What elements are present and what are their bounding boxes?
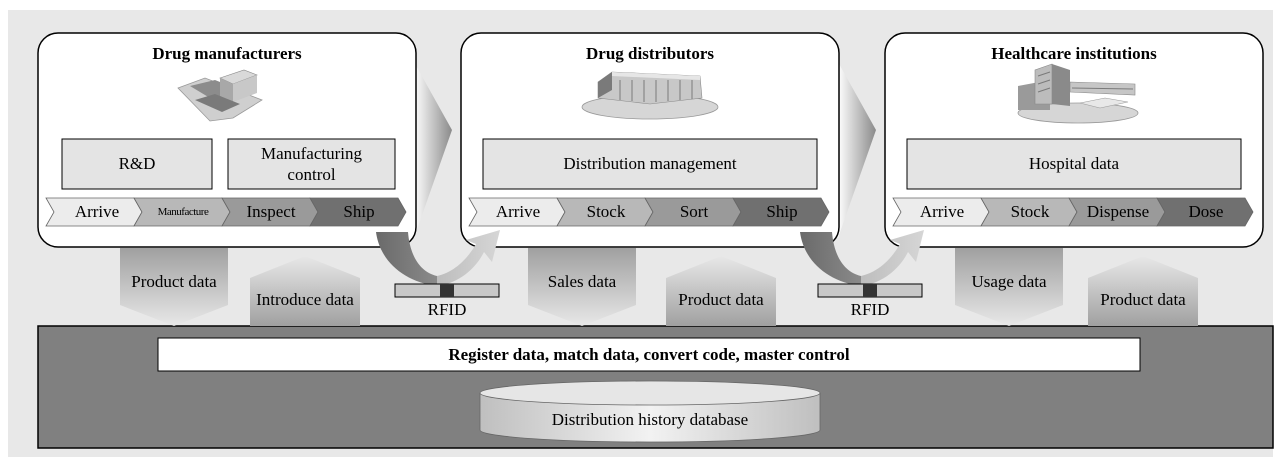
step-label-dispense: Dispense	[1086, 202, 1150, 221]
step-label-stock-3: Stock	[1010, 202, 1050, 221]
rfid-label-2: RFID	[850, 300, 890, 319]
step-label-dose: Dose	[1188, 202, 1224, 221]
process-arrow-1	[414, 62, 452, 238]
label-product-data-3: Product data	[1100, 289, 1186, 309]
register-bar-label: Register data, match data, convert code,…	[448, 344, 850, 364]
warehouse-icon	[581, 71, 719, 120]
register-bar	[157, 337, 1141, 372]
step-label-ship-1: Ship	[343, 202, 375, 221]
arrow-usage-data	[955, 248, 1063, 326]
rfid-label-1: RFID	[427, 300, 467, 319]
hospital-icon	[1017, 63, 1139, 124]
box-hospital-data	[906, 138, 1242, 190]
factory-icon	[177, 69, 263, 122]
step-label-stock-2: Stock	[586, 202, 626, 221]
step-label-manufacture: Manufacture	[157, 206, 209, 218]
chevron-ship-1	[309, 197, 407, 227]
stage-title-healthcare: Healthcare institutions	[991, 44, 1157, 63]
chevron-ship-2	[732, 197, 830, 227]
box-rnd	[61, 138, 213, 190]
process-arrow-2	[838, 62, 876, 238]
stage-title-manufacturers: Drug manufacturers	[152, 44, 302, 63]
step-label-ship-2: Ship	[766, 202, 798, 221]
handoff-arrow-2	[800, 230, 924, 286]
rfid-reader-2	[817, 283, 923, 298]
arrow-product-data-3	[1088, 256, 1198, 326]
box-label-distribution-management: Distribution management	[563, 154, 737, 174]
chevron-dose	[1156, 197, 1254, 227]
arrow-product-data-1	[120, 248, 228, 326]
handoff-arrow-1	[376, 230, 500, 286]
box-manufacturing-control	[227, 138, 396, 190]
label-sales-data: Sales data	[547, 271, 617, 291]
step-label-sort: Sort	[679, 202, 709, 221]
step-label-arrive-2: Arrive	[495, 202, 541, 221]
arrow-introduce-data	[250, 256, 360, 326]
rfid-reader-1	[394, 283, 500, 298]
box-label-hospital-data: Hospital data	[1028, 154, 1120, 174]
arrow-sales-data	[528, 248, 636, 326]
stage-box-manufacturers	[37, 32, 417, 248]
label-introduce-data: Introduce data	[256, 289, 354, 309]
database-cylinder	[479, 380, 821, 443]
database-label: Distribution history database	[551, 410, 749, 429]
step-label-inspect: Inspect	[246, 202, 296, 221]
arrow-product-data-2	[666, 256, 776, 326]
box-label-rnd: R&D	[118, 154, 156, 174]
step-label-arrive-3: Arrive	[919, 202, 965, 221]
step-label-arrive-1: Arrive	[74, 202, 120, 221]
label-product-data-1: Product data	[131, 271, 217, 291]
box-label-manufacturing-control: Manufacturing control	[260, 143, 363, 184]
label-usage-data: Usage data	[971, 271, 1047, 291]
label-product-data-2: Product data	[678, 289, 764, 309]
stage-title-distributors: Drug distributors	[586, 44, 714, 63]
box-distribution-management	[482, 138, 818, 190]
